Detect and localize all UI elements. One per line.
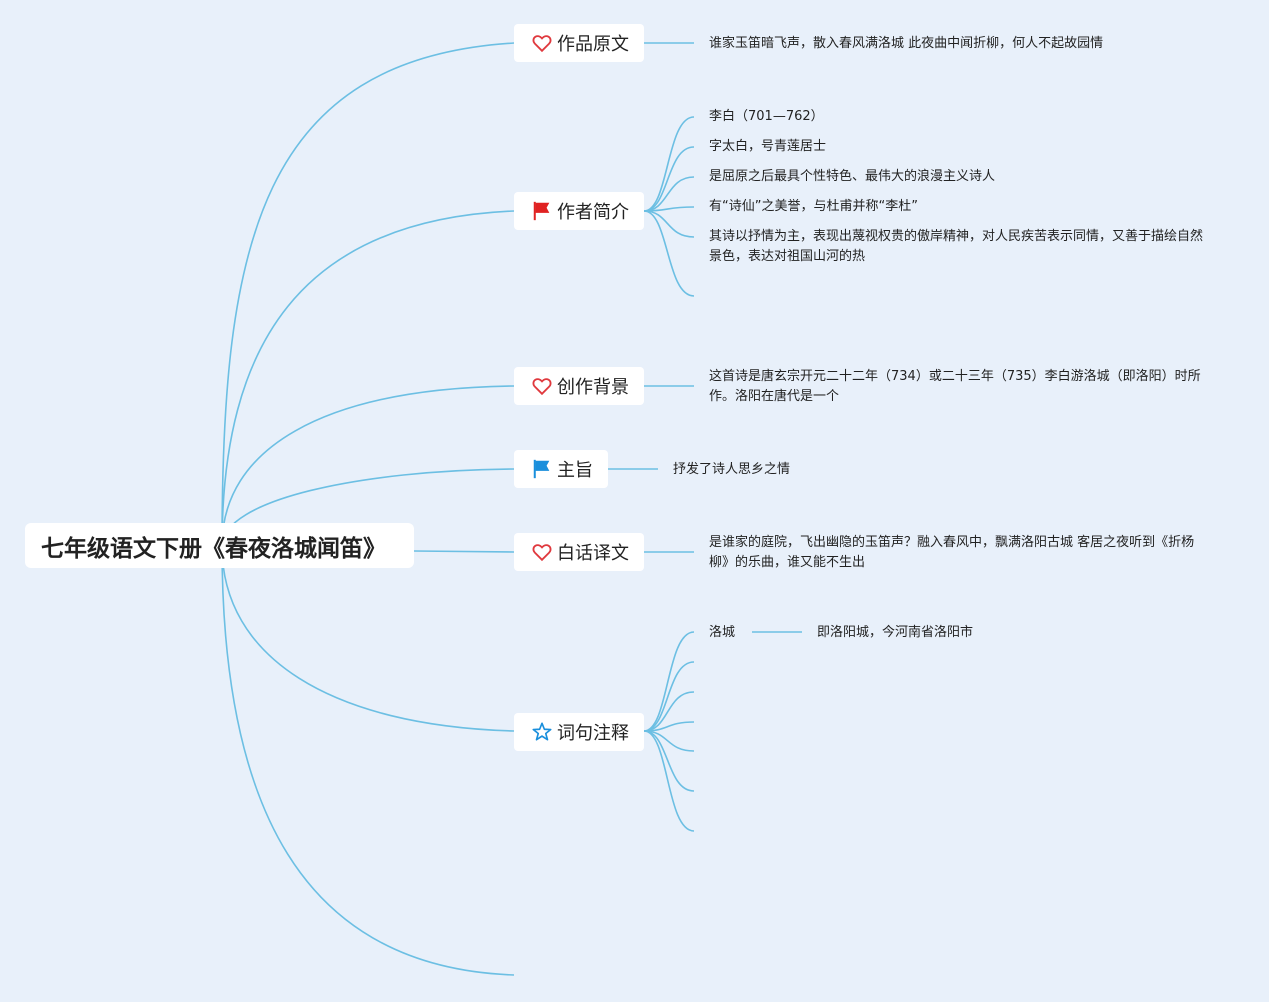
- leaf-author-poetry: 其诗以抒情为主，表现出蔑视权贵的傲岸精神，对人民疾苦表示同情，又善于描绘自然景色…: [709, 229, 1204, 264]
- star-icon: [532, 722, 552, 741]
- leaf-theme: 抒发了诗人思乡之情: [673, 462, 791, 477]
- branch-background[interactable]: 创作背景: [514, 367, 644, 405]
- leaf-author-style-name: 字太白，号青莲居士: [709, 139, 827, 154]
- connector-line: [643, 176, 695, 212]
- root-topic[interactable]: 七年级语文下册《春夜洛城闻笛》: [25, 523, 414, 568]
- connector-line: [221, 42, 515, 547]
- red-flag-icon: [533, 201, 550, 221]
- leaf-translation: 是谁家的庭院，飞出幽隐的玉笛声？融入春风中，飘满洛阳古城 客居之夜听到《折杨柳》…: [709, 535, 1195, 570]
- connector-line: [643, 730, 695, 832]
- connector-line: [221, 210, 515, 547]
- branch-label: 词句注释: [557, 723, 629, 744]
- branch-label: 作品原文: [557, 34, 629, 55]
- branch-label: 作者简介: [557, 202, 629, 223]
- connector-line: [221, 545, 515, 976]
- blue-flag-icon: [533, 459, 550, 479]
- heart-icon: [532, 35, 552, 53]
- connector-line: [643, 146, 695, 212]
- connector-line: [643, 210, 695, 297]
- leaf-author-name: 李白（701—762）: [709, 109, 824, 124]
- branch-annotations[interactable]: 词句注释: [514, 713, 644, 751]
- leaf-background: 这首诗是唐玄宗开元二十二年（734）或二十三年（735）李白游洛城（即洛阳）时所…: [709, 369, 1201, 404]
- connector-line: [413, 550, 515, 553]
- leaf-annotation-definition: 即洛阳城，今河南省洛阳市: [817, 625, 974, 640]
- connector-line: [643, 631, 695, 732]
- heart-icon: [532, 378, 552, 396]
- leaf-annotation-term: 洛城: [709, 625, 736, 640]
- branch-translation[interactable]: 白话译文: [514, 533, 644, 571]
- connector-line: [643, 210, 695, 238]
- connector-line: [643, 116, 695, 212]
- branch-label: 主旨: [557, 460, 593, 481]
- connector-line: [643, 691, 695, 732]
- connector-line: [221, 385, 515, 547]
- leaf-original-poem: 谁家玉笛暗飞声，散入春风满洛城 此夜曲中闻折柳，何人不起故园情: [709, 36, 1104, 51]
- branch-author-intro[interactable]: 作者简介: [514, 192, 644, 230]
- root-topic-label: 七年级语文下册《春夜洛城闻笛》: [41, 535, 386, 562]
- branch-original-text[interactable]: 作品原文: [514, 24, 644, 62]
- heart-icon: [532, 544, 552, 562]
- connector-line: [643, 661, 695, 732]
- connector-line: [643, 730, 695, 792]
- branch-label: 白话译文: [557, 543, 629, 564]
- leaf-author-status: 是屈原之后最具个性特色、最伟大的浪漫主义诗人: [709, 169, 996, 184]
- connector-line: [221, 545, 515, 732]
- leaf-author-title: 有“诗仙”之美誉，与杜甫并称“李杜”: [709, 199, 918, 214]
- branch-theme[interactable]: 主旨: [514, 450, 608, 488]
- branch-label: 创作背景: [557, 377, 629, 398]
